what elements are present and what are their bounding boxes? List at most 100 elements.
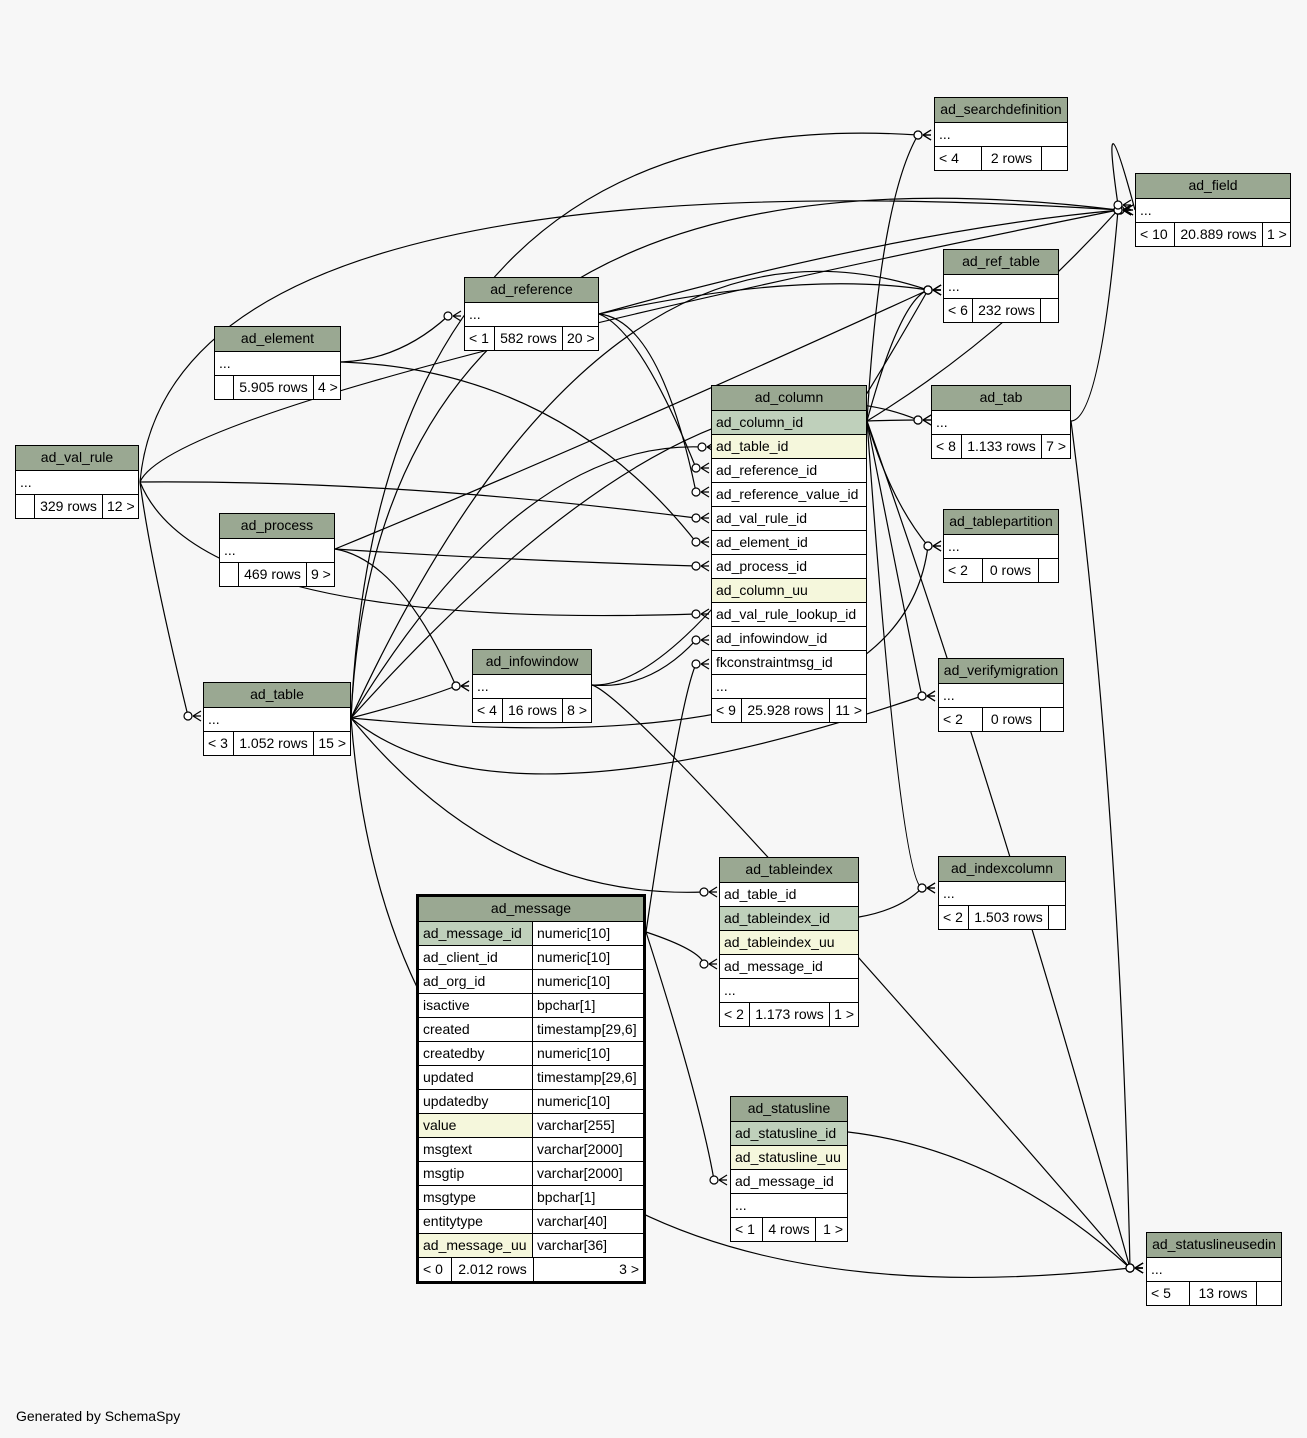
optional-marker-icon [709,1175,719,1185]
table-ad-tableindex[interactable]: ad_tableindex ad_table_id ad_tableindex_… [719,857,859,1027]
table-ad-ref-table[interactable]: ad_ref_table ... < 6 232 rows [943,249,1059,323]
table-ad-field[interactable]: ad_field ... < 10 20.889 rows 1 > [1135,173,1291,247]
column-row: ... [469,306,481,322]
children-count: 12 > [102,495,138,518]
relationship-line [350,717,705,893]
optional-marker-icon [451,681,461,691]
relationship-line [334,548,457,687]
relationship-line [645,663,697,933]
crowsfoot-icon [700,536,710,548]
crowsfoot-icon [926,690,936,702]
relationship-line [866,420,1131,1269]
column-ad-reference-value-id: ad_reference_value_id [716,486,859,502]
column-type: varchar[255] [537,1117,615,1133]
column-name: msgtip [419,1162,533,1185]
column-type: numeric[10] [537,1045,611,1061]
children-count: 15 > [313,732,350,755]
row-count: 20.889 rows [1174,223,1262,246]
children-count: 1 > [815,1218,847,1241]
crowsfoot-icon [192,710,202,722]
table-title: ad_field [1188,177,1238,193]
children-count [1256,1282,1281,1305]
optional-marker-icon [699,959,709,969]
optional-marker-icon [1125,1263,1135,1273]
table-ad-infowindow[interactable]: ad_infowindow ... < 4 16 rows 8 > [472,649,592,723]
relationship-line [350,446,703,719]
column-row: ... [948,278,960,294]
table-title: ad_tab [979,389,1023,405]
table-ad-tablepartition[interactable]: ad_tablepartition ... < 2 0 rows [943,509,1059,583]
crowsfoot-icon [718,1174,728,1186]
relationship-line [598,313,697,493]
table-ad-indexcolumn[interactable]: ad_indexcolumn ... < 2 1.503 rows [938,856,1066,930]
table-stats: < 4 2 rows [935,146,1067,170]
table-ad-tab[interactable]: ad_tab ... < 8 1.133 rows 7 > [931,385,1071,459]
column-name: msgtext [419,1138,533,1161]
parents-count: < 0 [423,1261,443,1277]
table-ad-process[interactable]: ad_process ... 469 rows 9 > [219,513,335,587]
relationship-line [139,481,697,519]
table-title: ad_indexcolumn [951,860,1053,876]
column-ad-statusline-uu: ad_statusline_uu [735,1149,841,1165]
crowsfoot-icon [700,512,710,524]
table-ad-element[interactable]: ad_element ... 5.905 rows 4 > [214,326,341,400]
children-count [1048,906,1065,929]
footer-generated-by: Generated by SchemaSpy [16,1408,181,1424]
table-ad-val-rule[interactable]: ad_val_rule ... 329 rows 12 > [15,445,139,519]
column-name: value [419,1114,533,1137]
optional-marker-icon [699,887,709,897]
table-ad-verifymigration[interactable]: ad_verifymigration ... < 2 0 rows [938,658,1064,732]
row-count: 5.905 rows [233,376,313,399]
crowsfoot-icon [922,129,932,141]
table-title: ad_process [240,517,314,533]
table-ad-statusline[interactable]: ad_statusline ad_statusline_id ad_status… [730,1096,848,1242]
children-count: 9 > [306,563,334,586]
crowsfoot-icon [452,310,462,322]
column-ad-table-id: ad_table_id [716,438,789,454]
column-type: numeric[10] [533,922,643,945]
column-row: ... [20,474,32,490]
relationship-line [645,931,715,1181]
table-ad-statuslineusedin[interactable]: ad_statuslineusedin ... < 5 13 rows [1146,1232,1282,1306]
parents-count: < 2 [724,1006,744,1022]
table-title: ad_verifymigration [943,662,1059,678]
table-ad-searchdefinition[interactable]: ad_searchdefinition ... < 4 2 rows [934,97,1068,171]
column-ad-val-rule-lookup-id: ad_val_rule_lookup_id [716,606,857,622]
relationship-line [1111,143,1136,211]
column-row: ... [943,885,955,901]
row-count: 1.503 rows [968,906,1048,929]
crowsfoot-icon [460,680,470,692]
children-count: 11 > [829,699,866,722]
column-name: isactive [419,994,533,1017]
table-title: ad_tablepartition [949,513,1053,529]
table-ad-column[interactable]: ad_column ad_column_id ad_table_id ad_re… [711,385,867,723]
optional-marker-icon [443,311,453,321]
crowsfoot-icon [1134,1262,1144,1274]
parents-count: < 2 [948,562,968,578]
relationship-line [139,481,189,717]
table-ad-reference[interactable]: ad_reference ... < 1 582 rows 20 > [464,277,599,351]
row-count: 2.012 rows [451,1258,533,1281]
crowsfoot-icon [932,540,942,552]
children-count: 3 > [533,1258,643,1281]
crowsfoot-icon [700,486,710,498]
relationship-line [866,420,923,889]
table-ad-table[interactable]: ad_table ... < 3 1.052 rows 15 > [203,682,351,756]
column-type: timestamp[29,6] [537,1021,637,1037]
parents-count: < 1 [469,330,489,346]
column-ad-infowindow-id: ad_infowindow_id [716,630,828,646]
column-row: ... [735,1197,747,1213]
column-row: ... [477,678,489,694]
crowsfoot-icon [1122,199,1132,211]
column-type: bpchar[1] [537,997,596,1013]
table-title: ad_table [250,686,304,702]
row-count: 469 rows [238,563,306,586]
children-count: 7 > [1041,435,1070,458]
